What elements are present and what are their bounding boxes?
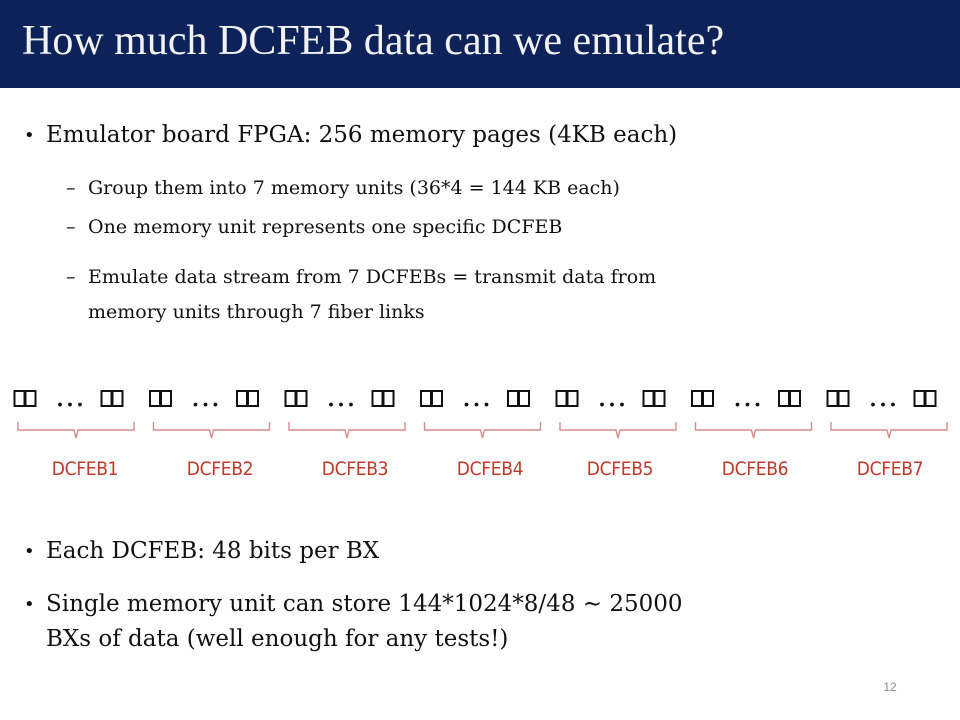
memory-page-box xyxy=(431,390,443,407)
ellipsis: … xyxy=(462,379,492,414)
memory-page-box xyxy=(642,390,655,407)
memory-page-box xyxy=(913,390,926,407)
memory-page-box xyxy=(295,390,308,407)
memory-page-box xyxy=(518,390,530,407)
memory-page-box xyxy=(507,390,519,407)
unit-brace xyxy=(559,422,677,439)
dash-mark: – xyxy=(66,266,76,288)
memory-page-box xyxy=(13,390,26,407)
page-number: 12 xyxy=(883,680,897,694)
ellipsis: … xyxy=(55,379,85,414)
memory-strip-graphic: … … … … … … … xyxy=(13,379,948,439)
unit-brace xyxy=(830,422,948,439)
memory-page-box xyxy=(284,390,297,407)
bullet-text: Emulator board FPGA: 256 memory pages (4… xyxy=(46,122,678,148)
unit-brace xyxy=(17,422,135,439)
memory-unit-diagram: … … … … … … … DCFEB1 DCFEB2 DCFEB3 DCFEB4 DCFE… xyxy=(0,360,960,490)
unit-label-dcfeb1: DCFEB1 xyxy=(51,458,119,480)
memory-page-box xyxy=(566,390,579,407)
memory-page-box xyxy=(236,390,248,407)
memory-page-box xyxy=(789,390,801,407)
memory-page-box xyxy=(837,390,850,407)
unit-brace xyxy=(694,422,813,439)
memory-page-box xyxy=(371,390,384,407)
memory-page-box xyxy=(555,390,568,407)
memory-page-box xyxy=(111,390,124,407)
memory-page-box xyxy=(100,390,113,407)
unit-brace xyxy=(288,422,406,439)
dash-mark: – xyxy=(66,216,76,238)
slide-title: How much DCFEB data can we emulate? xyxy=(22,18,725,64)
unit-label-dcfeb7: DCFEB7 xyxy=(856,458,924,480)
unit-brace xyxy=(152,422,271,439)
bullet-text: Each DCFEB: 48 bits per BX xyxy=(46,538,380,564)
unit-label-dcfeb3: DCFEB3 xyxy=(321,458,389,480)
dash-mark: – xyxy=(66,177,76,199)
sub-bullet-text: memory units through 7 fiber links xyxy=(88,301,425,323)
unit-brace xyxy=(423,422,542,439)
memory-page-box xyxy=(149,390,161,407)
memory-page-box xyxy=(653,390,666,407)
ellipsis: … xyxy=(597,379,627,414)
title-bar: How much DCFEB data can we emulate? xyxy=(0,0,960,88)
memory-page-box xyxy=(247,390,259,407)
bullet-mark: • xyxy=(24,594,35,615)
sub-bullet-text: Emulate data stream from 7 DCFEBs = tran… xyxy=(88,266,657,288)
bullet-text: BXs of data (well enough for any tests!) xyxy=(46,626,509,652)
memory-page-box xyxy=(702,390,714,407)
bullet-mark: • xyxy=(24,125,35,146)
bullet-mark: • xyxy=(24,541,35,562)
memory-page-box xyxy=(924,390,937,407)
ellipsis: … xyxy=(326,379,356,414)
unit-label-dcfeb2: DCFEB2 xyxy=(186,458,254,480)
memory-page-box xyxy=(382,390,395,407)
sub-bullet-text: Group them into 7 memory units (36*4 = 1… xyxy=(88,177,620,199)
ellipsis: … xyxy=(868,379,898,414)
unit-label-dcfeb6: DCFEB6 xyxy=(721,458,789,480)
memory-page-box xyxy=(24,390,37,407)
sub-bullet-text: One memory unit represents one specific … xyxy=(88,216,563,238)
ellipsis: … xyxy=(191,379,221,414)
memory-page-box xyxy=(778,390,790,407)
memory-page-box xyxy=(826,390,839,407)
unit-label-dcfeb4: DCFEB4 xyxy=(456,458,524,480)
ellipsis: … xyxy=(733,379,763,414)
bullet-text: Single memory unit can store 144*1024*8/… xyxy=(46,591,683,617)
memory-page-box xyxy=(420,390,432,407)
memory-page-box xyxy=(160,390,172,407)
unit-label-dcfeb5: DCFEB5 xyxy=(586,458,654,480)
memory-page-box xyxy=(691,390,703,407)
